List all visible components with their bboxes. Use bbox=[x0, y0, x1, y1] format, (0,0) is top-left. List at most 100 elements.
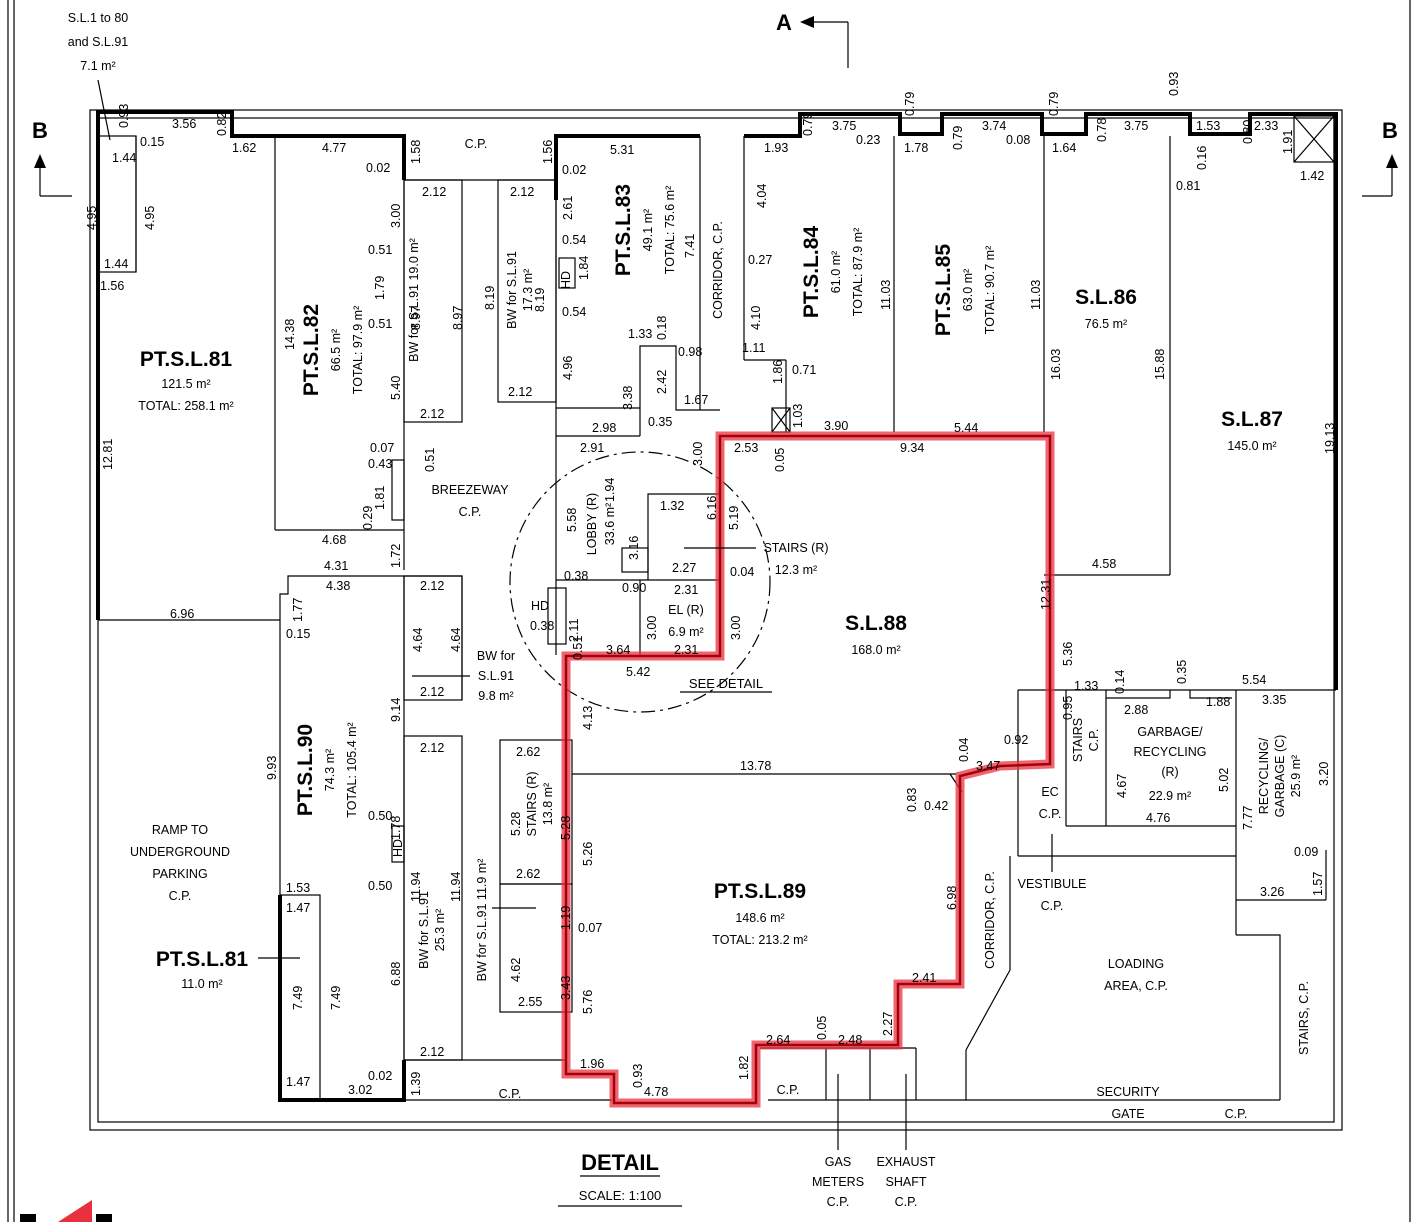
svg-text:4.64: 4.64 bbox=[411, 628, 425, 652]
svg-text:C.P.: C.P. bbox=[1039, 807, 1062, 821]
svg-text:0.38: 0.38 bbox=[530, 619, 554, 633]
svg-text:0.79: 0.79 bbox=[801, 112, 815, 136]
svg-text:0.98: 0.98 bbox=[678, 345, 702, 359]
svg-text:BW for S.L.91 19.0 m²: BW for S.L.91 19.0 m² bbox=[407, 238, 421, 362]
svg-text:1.86: 1.86 bbox=[771, 360, 785, 384]
svg-text:11.03: 11.03 bbox=[879, 280, 893, 310]
svg-text:0.54: 0.54 bbox=[562, 305, 586, 319]
svg-text:S.L.88: S.L.88 bbox=[845, 612, 907, 635]
svg-text:2.53: 2.53 bbox=[734, 441, 758, 455]
security-label: SECURITY GATE bbox=[1096, 1085, 1160, 1121]
svg-text:0.02: 0.02 bbox=[368, 1069, 392, 1083]
svg-text:0.04: 0.04 bbox=[730, 565, 754, 579]
lot-sl86: S.L.86 76.5 m² bbox=[1075, 286, 1137, 331]
svg-text:0.51: 0.51 bbox=[571, 636, 585, 660]
svg-text:1.47: 1.47 bbox=[286, 1075, 310, 1089]
svg-text:4.67: 4.67 bbox=[1115, 774, 1129, 798]
svg-text:1.19: 1.19 bbox=[559, 906, 573, 930]
svg-text:3.00: 3.00 bbox=[691, 442, 705, 466]
svg-text:BW for S.L.91 11.9 m²: BW for S.L.91 11.9 m² bbox=[475, 859, 489, 982]
lot-area: 121.5 m² bbox=[161, 377, 210, 391]
svg-text:BW for: BW for bbox=[477, 649, 515, 663]
svg-text:3.00: 3.00 bbox=[729, 616, 743, 640]
cp-label: C.P. bbox=[777, 1083, 800, 1097]
svg-text:1.82: 1.82 bbox=[737, 1056, 751, 1080]
svg-text:1.88: 1.88 bbox=[1206, 695, 1230, 709]
breezeway-label: BREEZEWAY C.P. bbox=[431, 483, 509, 519]
svg-text:6.9 m²: 6.9 m² bbox=[668, 625, 703, 639]
svg-text:BW for S.L.91: BW for S.L.91 bbox=[417, 891, 431, 969]
svg-text:1.78: 1.78 bbox=[389, 816, 403, 840]
svg-text:1.56: 1.56 bbox=[100, 279, 124, 293]
hd-label: HD bbox=[391, 839, 405, 857]
svg-text:4.58: 4.58 bbox=[1092, 557, 1116, 571]
svg-text:168.0 m²: 168.0 m² bbox=[851, 643, 900, 657]
section-mark-b-right: B bbox=[1362, 118, 1398, 197]
stairs-r2-label: STAIRS (R) 13.8 m² bbox=[525, 771, 555, 836]
svg-text:C.P.: C.P. bbox=[1041, 899, 1064, 913]
lot-ptsl83: PT.S.L.83 49.1 m² TOTAL: 75.6 m² bbox=[612, 184, 677, 276]
svg-text:0.81: 0.81 bbox=[1176, 179, 1200, 193]
svg-text:0.07: 0.07 bbox=[370, 441, 394, 455]
svg-text:0.05: 0.05 bbox=[815, 1016, 829, 1040]
svg-text:0.95: 0.95 bbox=[1061, 696, 1075, 720]
loading-label: LOADING AREA, C.P. bbox=[1104, 957, 1168, 993]
svg-text:SECURITY: SECURITY bbox=[1096, 1085, 1160, 1099]
svg-text:0.82: 0.82 bbox=[215, 112, 229, 136]
svg-text:S.L.91: S.L.91 bbox=[478, 669, 514, 683]
corridor-top-label: CORRIDOR, C.P. bbox=[711, 221, 725, 319]
svg-text:0.29: 0.29 bbox=[361, 506, 375, 530]
svg-text:5.31: 5.31 bbox=[610, 143, 634, 157]
svg-text:4.95: 4.95 bbox=[143, 206, 157, 230]
svg-text:PARKING: PARKING bbox=[152, 867, 207, 881]
svg-text:5.44: 5.44 bbox=[954, 421, 978, 435]
lot-ptsl90: PT.S.L.90 74.3 m² TOTAL: 105.4 m² bbox=[294, 722, 359, 817]
svg-text:PT.S.L.82: PT.S.L.82 bbox=[300, 304, 323, 396]
lot-ptsl89: PT.S.L.89 148.6 m² TOTAL: 213.2 m² bbox=[712, 880, 807, 947]
svg-text:VESTIBULE: VESTIBULE bbox=[1018, 877, 1087, 891]
svg-text:1.94: 1.94 bbox=[603, 478, 617, 502]
svg-text:1.79: 1.79 bbox=[373, 276, 387, 300]
svg-text:3.00: 3.00 bbox=[389, 204, 403, 228]
svg-text:UNDERGROUND: UNDERGROUND bbox=[130, 845, 230, 859]
svg-text:C.P.: C.P. bbox=[895, 1195, 918, 1209]
stairs-r-label: STAIRS (R) 12.3 m² bbox=[684, 541, 829, 577]
svg-text:0.90: 0.90 bbox=[622, 581, 646, 595]
svg-text:61.0 m²: 61.0 m² bbox=[829, 251, 843, 293]
svg-text:STAIRS: STAIRS bbox=[1071, 718, 1085, 762]
svg-text:0.92: 0.92 bbox=[1004, 733, 1028, 747]
svg-text:3.75: 3.75 bbox=[832, 119, 856, 133]
corridor-right-label: CORRIDOR, C.P. bbox=[983, 871, 997, 969]
svg-text:2.41: 2.41 bbox=[912, 971, 936, 985]
stairs-cp-label: STAIRS C.P. bbox=[1071, 718, 1101, 762]
svg-text:0.93: 0.93 bbox=[1167, 72, 1181, 96]
svg-text:66.5 m²: 66.5 m² bbox=[329, 329, 343, 371]
svg-text:2.42: 2.42 bbox=[655, 370, 669, 394]
svg-text:16.03: 16.03 bbox=[1049, 349, 1063, 380]
bw82-label: BW for S.L.91 19.0 m² bbox=[407, 238, 421, 362]
svg-text:2.98: 2.98 bbox=[592, 421, 616, 435]
lobby-label: LOBBY (R) 33.6 m² bbox=[585, 493, 617, 555]
svg-text:25.3 m²: 25.3 m² bbox=[433, 909, 447, 951]
thick-wall-top-right bbox=[744, 112, 1338, 690]
svg-text:C.P.: C.P. bbox=[827, 1195, 850, 1209]
svg-text:SEE DETAIL: SEE DETAIL bbox=[689, 676, 763, 691]
svg-text:2.12: 2.12 bbox=[420, 579, 444, 593]
svg-text:1.32: 1.32 bbox=[660, 499, 684, 513]
svg-text:4.04: 4.04 bbox=[755, 184, 769, 208]
svg-text:2.12: 2.12 bbox=[508, 385, 532, 399]
svg-text:0.35: 0.35 bbox=[1175, 660, 1189, 684]
svg-text:11.94: 11.94 bbox=[409, 872, 423, 902]
svg-text:5.19: 5.19 bbox=[727, 506, 741, 530]
svg-text:0.80: 0.80 bbox=[1241, 120, 1255, 144]
svg-text:1.39: 1.39 bbox=[409, 1072, 423, 1096]
svg-text:1.57: 1.57 bbox=[1311, 872, 1325, 896]
svg-text:4.78: 4.78 bbox=[644, 1085, 668, 1099]
lot-sl87: S.L.87 145.0 m² bbox=[1221, 408, 1283, 453]
svg-text:5.58: 5.58 bbox=[565, 508, 579, 532]
svg-text:2.12: 2.12 bbox=[420, 1045, 444, 1059]
svg-text:4.68: 4.68 bbox=[322, 533, 346, 547]
svg-text:1.67: 1.67 bbox=[684, 393, 708, 407]
garbage-label: GARBAGE/ RECYCLING (R) 22.9 m² bbox=[1134, 725, 1207, 803]
